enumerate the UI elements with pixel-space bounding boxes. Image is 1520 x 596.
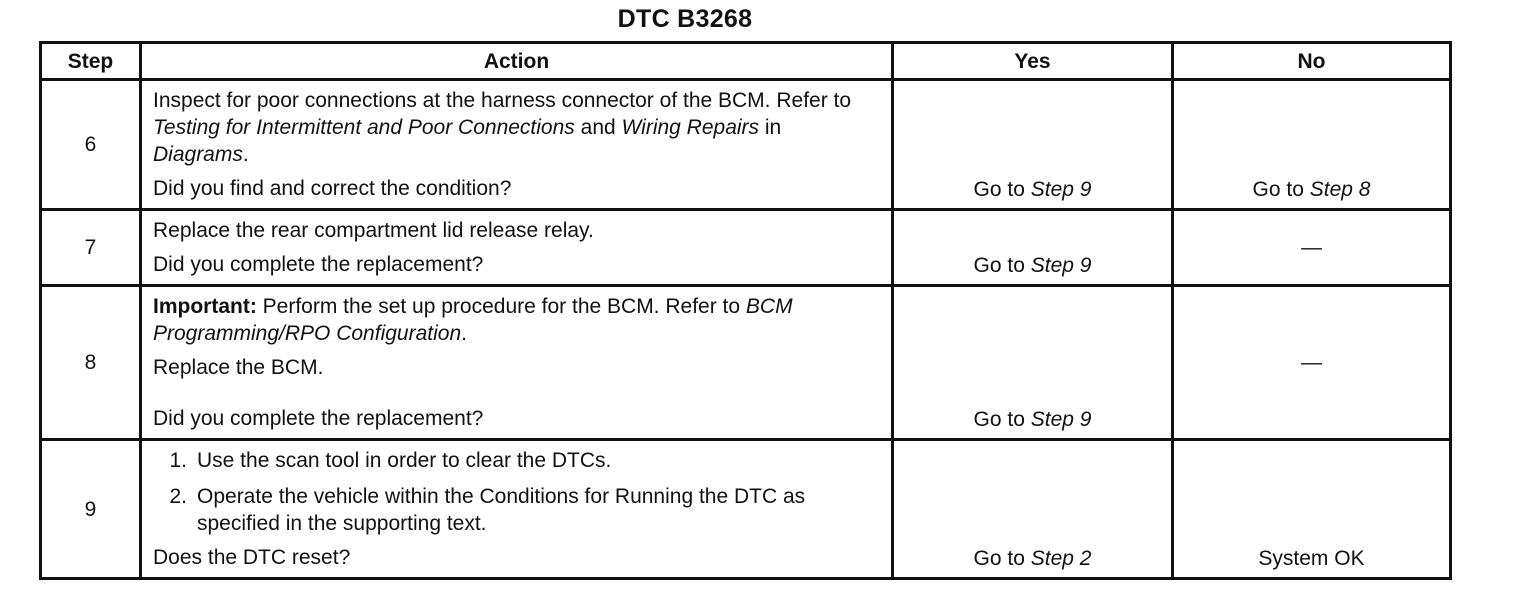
action-text: Inspect for poor connections at the harn… bbox=[153, 89, 852, 166]
action-question: Did you complete the replacement? bbox=[153, 407, 484, 430]
important-note: Important: Perform the set up procedure … bbox=[153, 295, 793, 345]
step-number: 9 bbox=[39, 438, 142, 580]
no-cell: System OK bbox=[1171, 438, 1452, 580]
step-number: 8 bbox=[39, 284, 142, 441]
header-step: Step bbox=[39, 41, 142, 81]
step-number: 7 bbox=[39, 208, 142, 287]
table-row: 8 Important: Perform the set up procedur… bbox=[39, 284, 1452, 441]
page-title: DTC B3268 bbox=[617, 5, 753, 33]
header-no: No bbox=[1171, 41, 1452, 81]
no-cell: Go to Step 8 bbox=[1171, 78, 1452, 211]
step-number: 6 bbox=[39, 78, 142, 211]
action-cell: 1.Use the scan tool in order to clear th… bbox=[139, 438, 894, 580]
action-text: Replace the BCM. bbox=[153, 356, 324, 379]
table-row: 9 1.Use the scan tool in order to clear … bbox=[39, 438, 1452, 580]
action-text: Replace the rear compartment lid release… bbox=[153, 219, 594, 242]
reference-link: Testing for Intermittent and Poor Connec… bbox=[153, 116, 575, 139]
action-question: Did you find and correct the condition? bbox=[153, 177, 512, 200]
action-cell: Important: Perform the set up procedure … bbox=[139, 284, 894, 441]
no-cell: — bbox=[1171, 208, 1452, 287]
list-item: 2.Operate the vehicle within the Conditi… bbox=[169, 485, 806, 535]
reference-link: BCM Programming/RPO Configuration bbox=[153, 295, 793, 345]
header-yes: Yes bbox=[891, 41, 1174, 81]
table-row: 6 Inspect for poor connections at the ha… bbox=[39, 78, 1452, 211]
action-question: Did you complete the replacement? bbox=[153, 253, 484, 276]
list-item: 1.Use the scan tool in order to clear th… bbox=[169, 449, 612, 472]
header-row: Step Action Yes No bbox=[39, 41, 1452, 81]
diagnostic-table: Step Action Yes No 6 Inspect for poor co… bbox=[39, 41, 1452, 580]
table-row: 7 Replace the rear compartment lid relea… bbox=[39, 208, 1452, 287]
yes-cell: Go to Step 2 bbox=[891, 438, 1174, 580]
header-action: Action bbox=[139, 41, 894, 81]
action-cell: Inspect for poor connections at the harn… bbox=[139, 78, 894, 211]
yes-cell: Go to Step 9 bbox=[891, 78, 1174, 211]
no-cell: — bbox=[1171, 284, 1452, 441]
yes-cell: Go to Step 9 bbox=[891, 208, 1174, 287]
yes-cell: Go to Step 9 bbox=[891, 284, 1174, 441]
reference-link: Diagrams bbox=[153, 143, 243, 166]
action-cell: Replace the rear compartment lid release… bbox=[139, 208, 894, 287]
action-question: Does the DTC reset? bbox=[153, 546, 351, 569]
reference-link: Wiring Repairs bbox=[621, 116, 760, 139]
